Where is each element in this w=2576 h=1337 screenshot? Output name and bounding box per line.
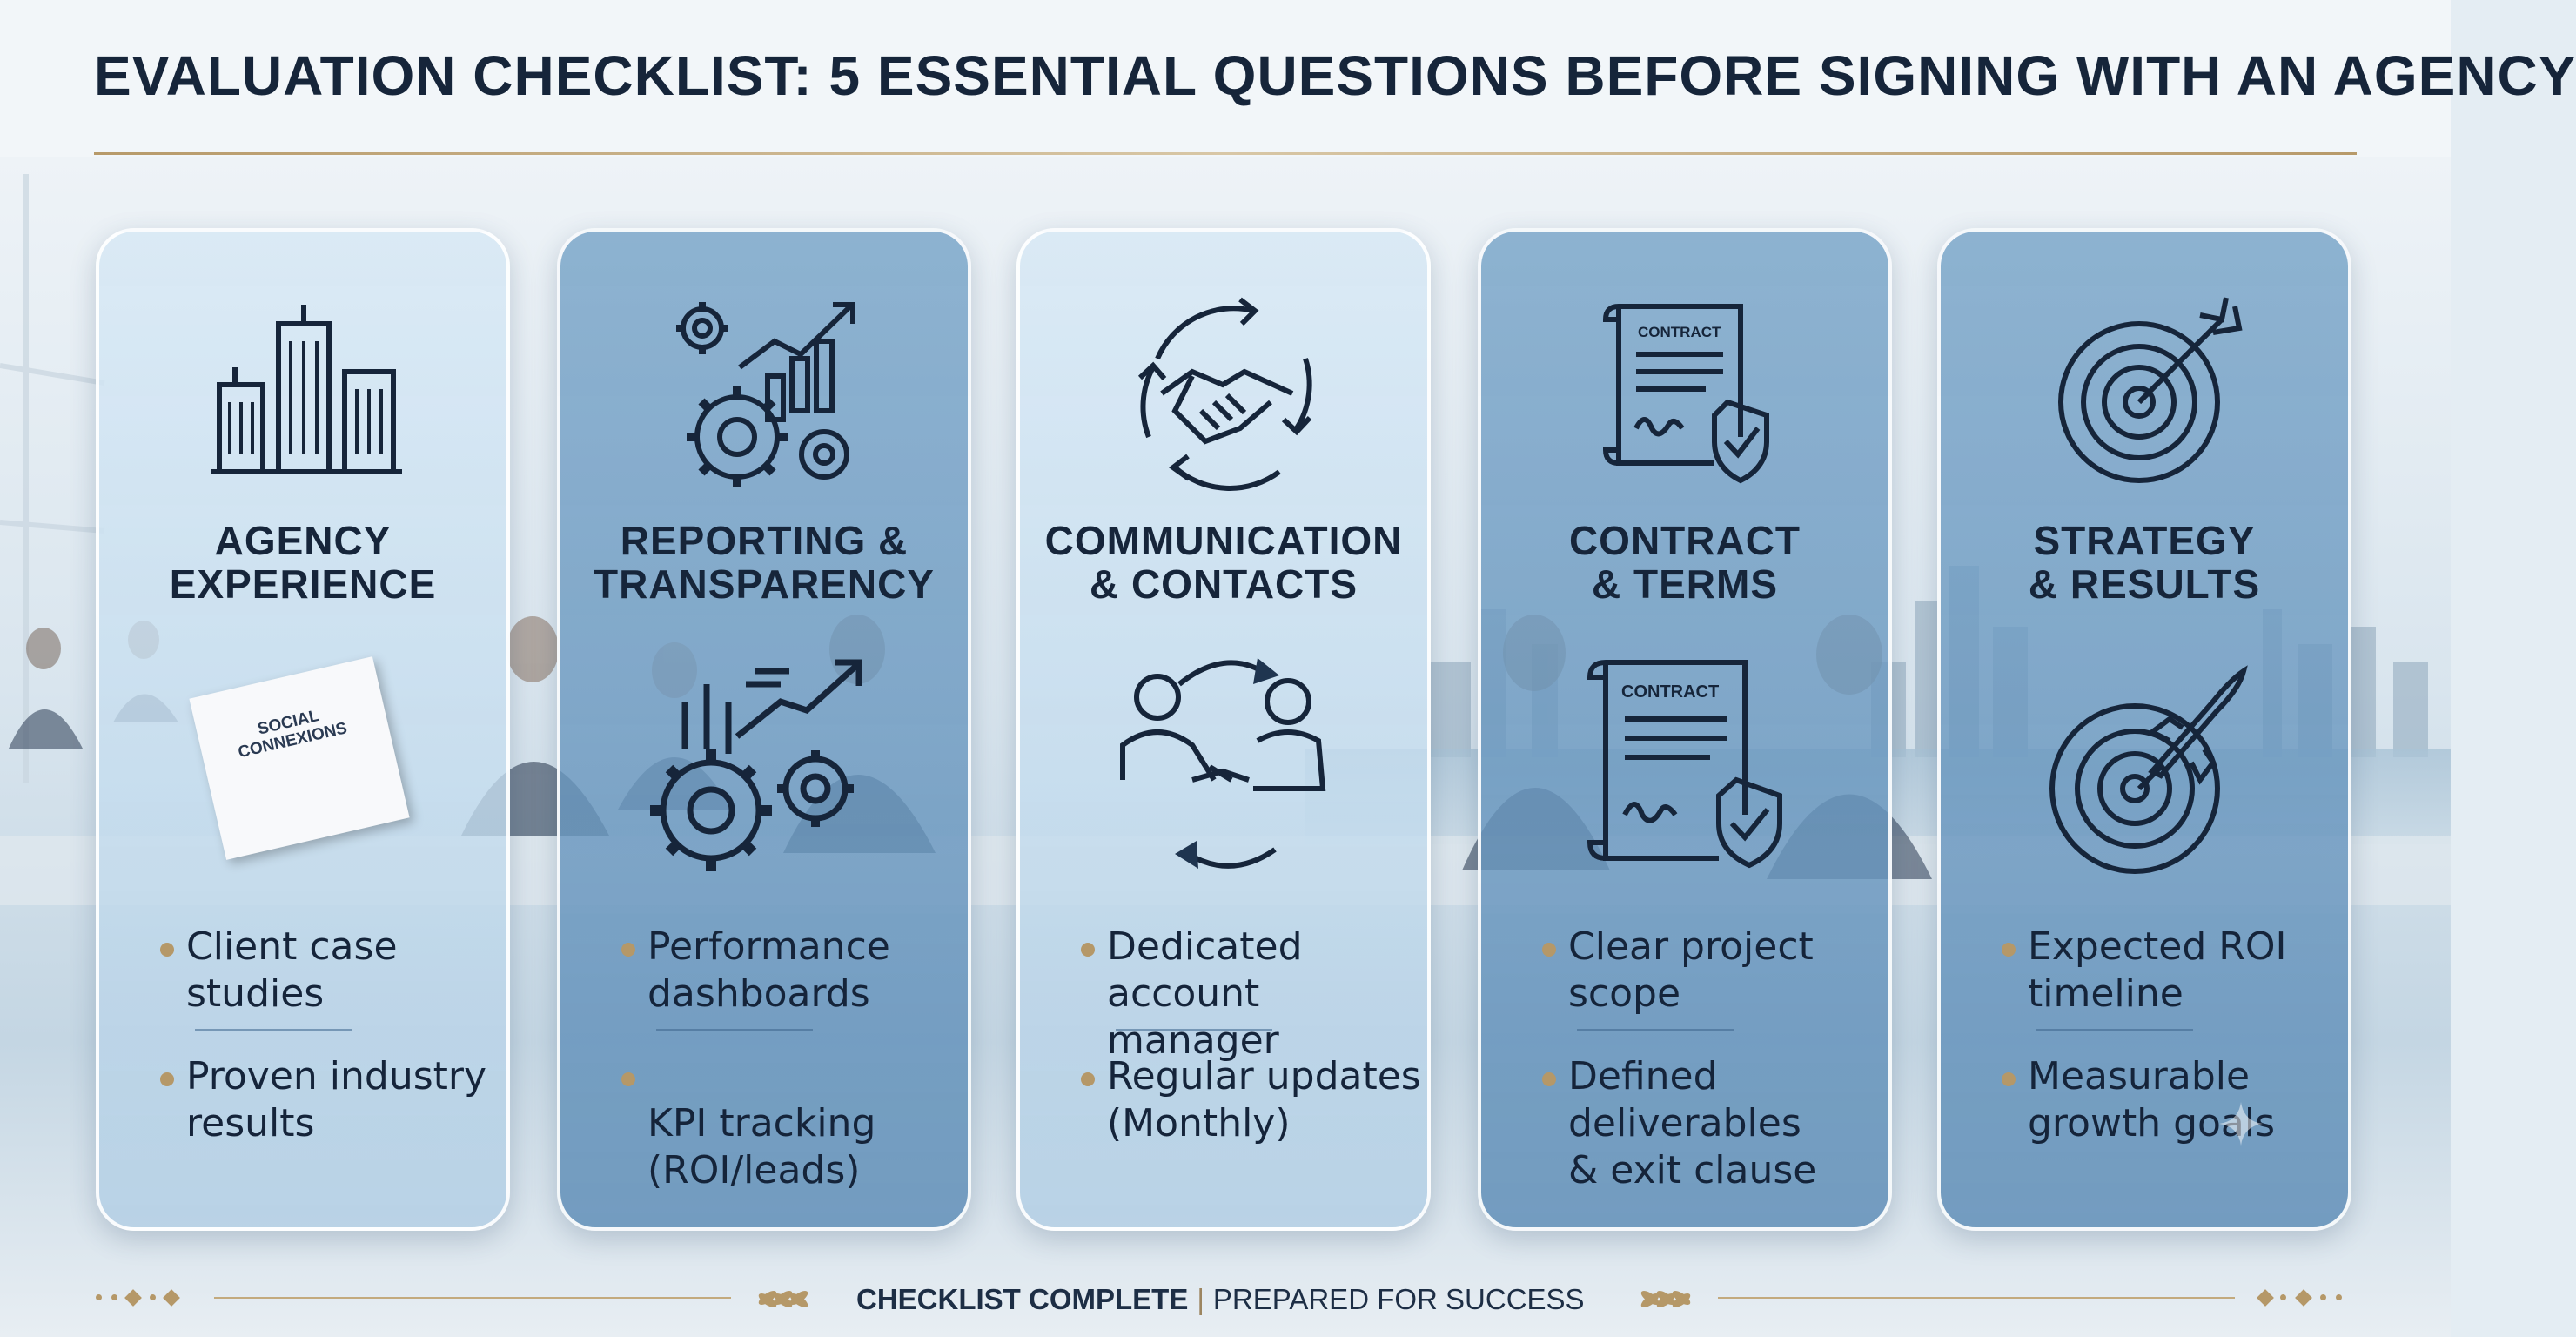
card-title-line: EXPERIENCE xyxy=(169,561,437,607)
footer-rule-left xyxy=(214,1297,731,1299)
ornament-dot xyxy=(2320,1294,2326,1300)
ornament-diamond xyxy=(2295,1289,2312,1307)
footer: CHECKLIST COMPLETE|PREPARED FOR SUCCESS xyxy=(0,1276,2451,1320)
card-title: REPORTING & TRANSPARENCY xyxy=(560,519,968,606)
bullet-dot xyxy=(2002,1072,2016,1086)
bullet-dot xyxy=(2002,943,2016,957)
svg-text:CONTRACT: CONTRACT xyxy=(1638,324,1721,340)
item-divider xyxy=(1577,1029,1734,1031)
footer-rule-right xyxy=(1718,1297,2235,1299)
card-contract-terms: CONTRACT CONTRACT & TERMS CONTRACT Clear… xyxy=(1478,228,1892,1231)
ornament-diamond xyxy=(2257,1289,2274,1307)
item-divider xyxy=(195,1029,352,1031)
card-title: AGENCY EXPERIENCE xyxy=(99,519,506,606)
footer-caption: CHECKLIST COMPLETE|PREPARED FOR SUCCESS xyxy=(856,1283,1585,1316)
card-title-line: & CONTACTS xyxy=(1089,561,1358,607)
item-divider xyxy=(2036,1029,2193,1031)
footer-divider: | xyxy=(1197,1283,1204,1315)
ornament-dot xyxy=(2280,1294,2286,1300)
laurel-left-icon xyxy=(758,1290,808,1308)
ornament-dot xyxy=(150,1294,156,1300)
bullet-dot xyxy=(1542,943,1556,957)
card-title: STRATEGY & RESULTS xyxy=(1941,519,2348,606)
people-handshake-icon xyxy=(1120,658,1326,869)
card-title: CONTRACT & TERMS xyxy=(1481,519,1888,606)
footer-left-text: CHECKLIST COMPLETE xyxy=(856,1283,1189,1315)
laurel-right-icon xyxy=(1640,1290,1691,1308)
handshake-cycle-icon xyxy=(1137,297,1312,491)
card-title-line: STRATEGY xyxy=(2033,518,2256,563)
card-title-line: AGENCY xyxy=(214,518,392,563)
bullet-dot xyxy=(160,943,174,957)
ornament-dot xyxy=(2336,1294,2342,1300)
ornament-dot xyxy=(111,1294,117,1300)
bullet-dot xyxy=(1081,1072,1095,1086)
card-title: COMMUNICATION & CONTACTS xyxy=(1020,519,1427,606)
item-divider xyxy=(656,1029,813,1031)
gears-trend-arrow-icon xyxy=(650,659,862,871)
contract-shield-icon: CONTRACT xyxy=(1602,304,1769,484)
card-title-line: & TERMS xyxy=(1592,561,1778,607)
target-arrow-icon xyxy=(2058,297,2243,483)
brochure-title: SOCIAL CONNEXIONS xyxy=(236,706,349,763)
brochure-image: SOCIAL CONNEXIONS xyxy=(189,656,410,860)
bullet-dot xyxy=(621,943,635,957)
ornament-dot xyxy=(96,1294,102,1300)
svg-text:CONTRACT: CONTRACT xyxy=(1621,682,1719,702)
city-buildings-icon xyxy=(211,305,402,474)
checklist-item: Regular updates(Monthly) xyxy=(1081,1053,1438,1147)
item-divider xyxy=(1116,1029,1272,1031)
target-rocket-icon xyxy=(2049,665,2248,874)
gears-growth-chart-icon xyxy=(676,302,855,487)
header-band xyxy=(0,0,2451,157)
checklist-item: KPI tracking(ROI/leads) xyxy=(621,1053,978,1194)
card-title-line: COMMUNICATION xyxy=(1044,518,1403,563)
card-title-line: & RESULTS xyxy=(2028,561,2261,607)
card-title-line: TRANSPARENCY xyxy=(594,561,935,607)
bullet-dot xyxy=(1542,1072,1556,1086)
footer-right-text: PREPARED FOR SUCCESS xyxy=(1212,1283,1585,1315)
page-title: EVALUATION CHECKLIST: 5 ESSENTIAL QUESTI… xyxy=(94,44,2576,107)
card-agency-experience: AGENCY EXPERIENCE SOCIAL CONNEXIONS Clie… xyxy=(96,228,510,1231)
card-title-line: CONTRACT xyxy=(1568,518,1801,563)
bullet-dot xyxy=(621,1072,635,1086)
ornament-diamond xyxy=(124,1289,142,1307)
bullet-dot xyxy=(160,1072,174,1086)
ornament-diamond xyxy=(163,1289,180,1307)
card-title-line: REPORTING & xyxy=(620,518,909,563)
contract-shield-icon: CONTRACT xyxy=(1587,660,1782,869)
title-divider xyxy=(94,152,2357,155)
bullet-dot xyxy=(1081,943,1095,957)
sparkle-icon xyxy=(2219,1102,2263,1146)
